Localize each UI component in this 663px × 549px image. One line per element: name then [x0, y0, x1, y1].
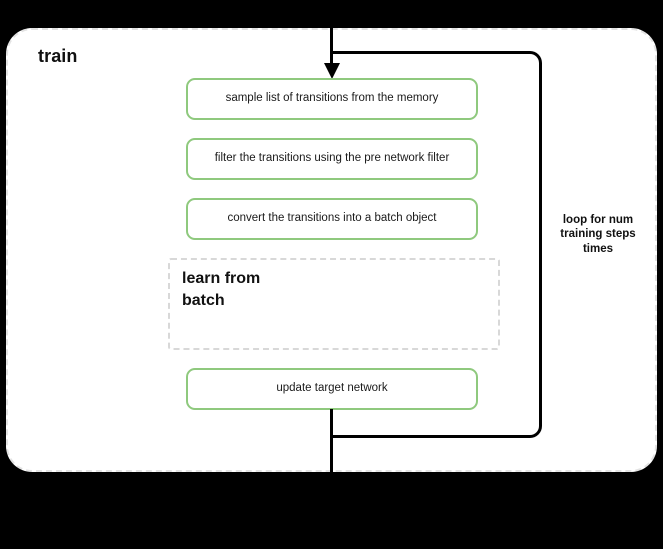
loop-path-connector [331, 51, 542, 438]
arrow-down-icon [324, 63, 340, 79]
loop-annotation-label: loop for num training steps times [548, 213, 648, 256]
inbound-arrow-shaft [330, 0, 333, 66]
group-box-title-line1: learn from [182, 270, 261, 287]
page-title: train [38, 46, 78, 66]
step-box-filter[interactable]: filter the transitions using the pre net… [186, 138, 478, 180]
step-label-sample: sample list of transitions from the memo… [225, 92, 439, 105]
group-box-title: learn from batch [182, 268, 342, 311]
step-box-sample[interactable]: sample list of transitions from the memo… [186, 78, 478, 120]
outbound-line [330, 409, 333, 540]
step-box-update-target-network[interactable]: update target network [186, 368, 478, 410]
step-label-convert: convert the transitions into a batch obj… [227, 212, 437, 225]
step-box-convert[interactable]: convert the transitions into a batch obj… [186, 198, 478, 240]
loop-label-line1: loop for num [562, 214, 634, 226]
step-label-update: update target network [276, 382, 388, 395]
loop-label-line2: training steps [560, 228, 636, 241]
group-box-learn-from-batch[interactable]: learn from batch [168, 258, 500, 350]
loop-label-line3: times [582, 242, 614, 255]
group-box-title-line2: batch [182, 291, 225, 309]
step-label-filter: filter the transitions using the pre net… [214, 152, 450, 165]
